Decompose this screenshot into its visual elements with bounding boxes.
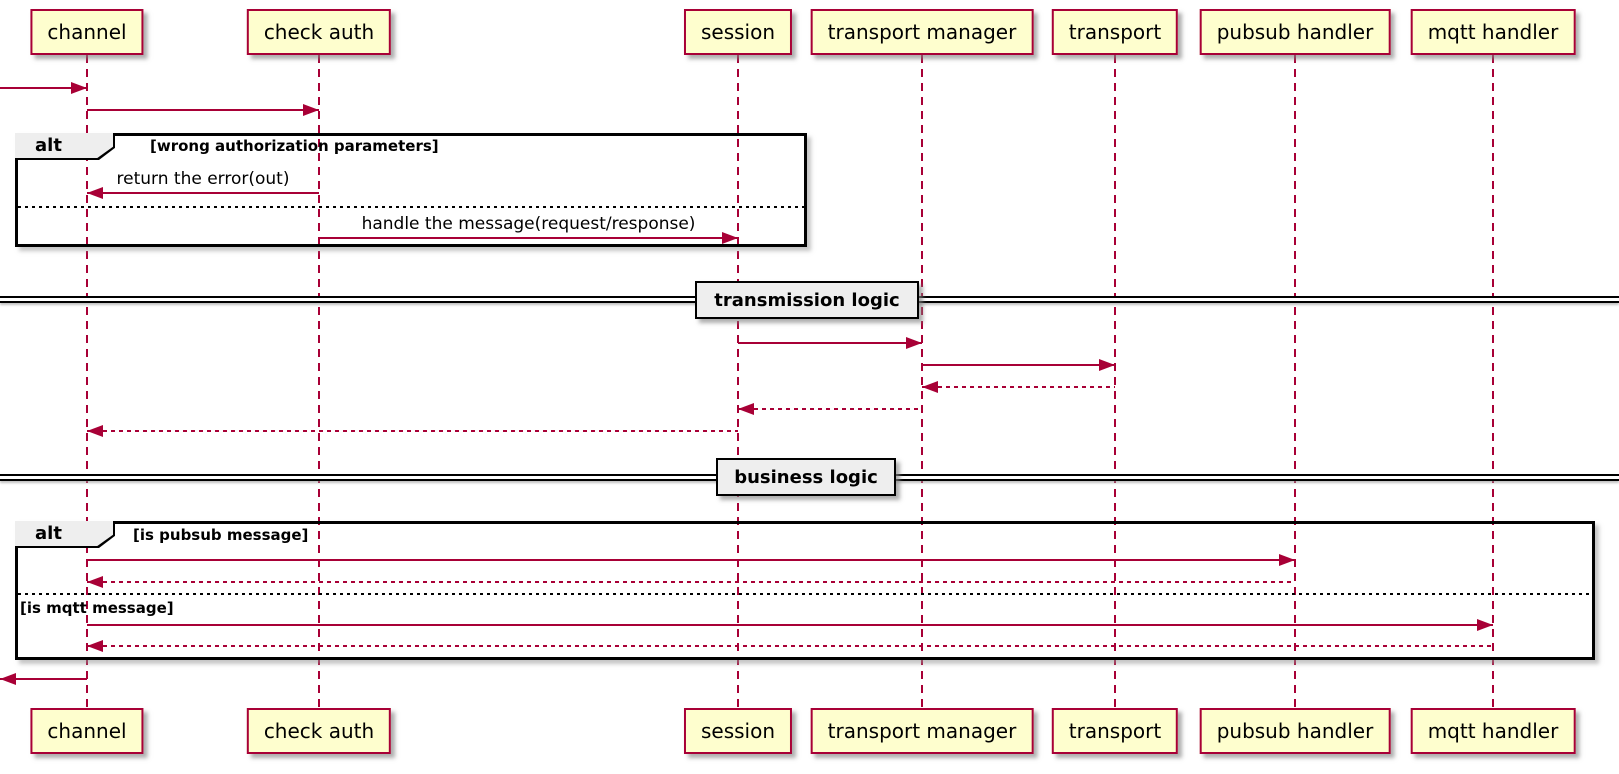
fragment-keyword-label: alt — [15, 521, 113, 546]
message-arrowhead — [906, 337, 922, 349]
participant-box-transport-manager: transport manager — [810, 708, 1034, 754]
message-arrowhead — [1099, 359, 1115, 371]
fragment-guard-label: [is pubsub message] — [133, 526, 309, 544]
alt-fragment-frame — [15, 133, 807, 247]
lifeline-mqtt-handler — [1492, 55, 1494, 708]
message-line — [87, 192, 319, 194]
message-line — [738, 342, 922, 344]
message-line — [738, 408, 922, 410]
message-arrowhead — [1477, 619, 1493, 631]
lifeline-transport — [1114, 55, 1116, 708]
participant-box-transport: transport — [1051, 708, 1179, 754]
participant-label: mqtt handler — [1427, 719, 1559, 743]
message-line — [0, 87, 87, 89]
lifeline-channel — [86, 55, 88, 708]
participant-box-check-auth: check auth — [246, 708, 392, 754]
fragment-section-divider — [18, 593, 1592, 595]
participant-box-pubsub-handler: pubsub handler — [1199, 708, 1391, 754]
divider-label-panel: business logic — [716, 458, 896, 496]
participant-label: transport — [1068, 719, 1162, 743]
participant-label: check auth — [263, 719, 375, 743]
participant-box-pubsub-handler: pubsub handler — [1199, 9, 1391, 55]
participant-label: session — [700, 20, 776, 44]
message-line — [922, 364, 1115, 366]
message-arrowhead — [738, 403, 754, 415]
message-label: handle the message(request/response) — [361, 214, 696, 234]
participant-label: transport — [1068, 20, 1162, 44]
message-arrowhead — [71, 82, 87, 94]
message-line — [0, 678, 87, 680]
message-line — [87, 645, 1493, 647]
message-arrowhead — [87, 576, 103, 588]
participant-label: channel — [47, 20, 127, 44]
message-arrowhead — [87, 640, 103, 652]
participant-box-mqtt-handler: mqtt handler — [1410, 9, 1576, 55]
fragment-section-divider — [18, 206, 804, 208]
participant-box-transport: transport — [1051, 9, 1179, 55]
message-line — [319, 237, 738, 239]
fragment-guard-label: [wrong authorization parameters] — [150, 137, 439, 155]
participant-label: transport manager — [827, 20, 1017, 44]
participant-box-session: session — [683, 708, 793, 754]
fragment-keyword-label: alt — [15, 133, 113, 158]
participant-label: transport manager — [827, 719, 1017, 743]
message-line — [87, 109, 319, 111]
divider-label: transmission logic — [714, 289, 900, 311]
participant-box-transport-manager: transport manager — [810, 9, 1034, 55]
lifeline-session — [737, 55, 739, 708]
fragment-guard-label: [is mqtt message] — [20, 599, 174, 617]
participant-label: pubsub handler — [1216, 20, 1374, 44]
message-arrowhead — [922, 381, 938, 393]
message-line — [87, 581, 1295, 583]
message-arrowhead — [722, 232, 738, 244]
message-arrowhead — [0, 673, 16, 685]
participant-label: mqtt handler — [1427, 20, 1559, 44]
lifeline-check-auth — [318, 55, 320, 708]
participant-label: check auth — [263, 20, 375, 44]
message-line — [87, 559, 1295, 561]
divider-label-panel: transmission logic — [695, 281, 919, 319]
alt-fragment-frame — [15, 521, 1595, 660]
participant-label: channel — [47, 719, 127, 743]
participant-box-check-auth: check auth — [246, 9, 392, 55]
participant-box-mqtt-handler: mqtt handler — [1410, 708, 1576, 754]
fragment-keyword-tab: alt — [15, 521, 115, 548]
participant-box-channel: channel — [30, 9, 144, 55]
message-arrowhead — [1279, 554, 1295, 566]
message-arrowhead — [303, 104, 319, 116]
participant-label: session — [700, 719, 776, 743]
message-label: return the error(out) — [116, 169, 290, 189]
message-line — [87, 430, 738, 432]
message-arrowhead — [87, 187, 103, 199]
fragment-keyword-tab: alt — [15, 133, 115, 160]
divider-label: business logic — [734, 466, 878, 488]
message-line — [87, 624, 1493, 626]
participant-label: pubsub handler — [1216, 719, 1374, 743]
message-line — [922, 386, 1115, 388]
lifeline-pubsub-handler — [1294, 55, 1296, 708]
participant-box-channel: channel — [30, 708, 144, 754]
message-arrowhead — [87, 425, 103, 437]
participant-box-session: session — [683, 9, 793, 55]
